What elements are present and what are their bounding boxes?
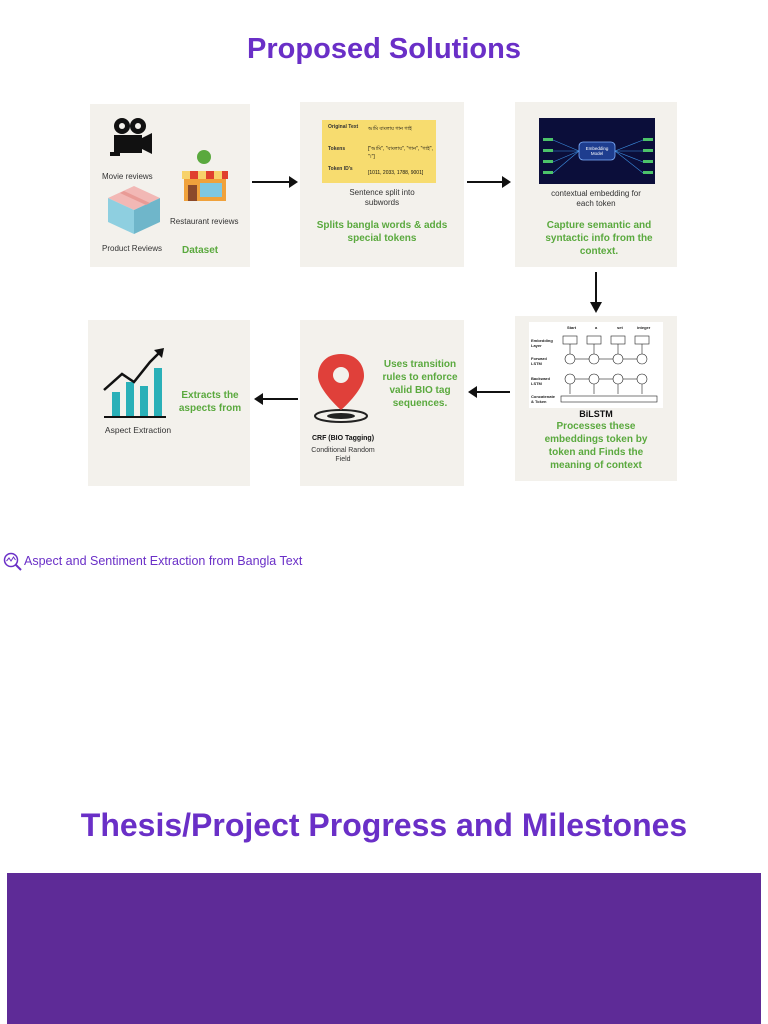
token-ids-value: [1011, 2033, 1788, 9001] — [368, 170, 424, 176]
movie-reviews-label: Movie reviews — [102, 172, 153, 181]
aspect-extraction-card: Extracts the aspects from Aspect Extract… — [88, 320, 250, 486]
original-text-label: Original Text — [328, 124, 359, 130]
restaurant-store-icon — [182, 150, 228, 201]
bilstm-row-label-2: Forward LSTM — [531, 356, 547, 366]
bilstm-word-2: a — [595, 325, 598, 330]
original-text-value: আমি বাংলায় গান গাই — [368, 126, 412, 132]
arrow-left-icon — [468, 386, 510, 398]
product-reviews-label: Product Reviews — [102, 244, 163, 253]
embedding-model-label: Embedding Model — [585, 146, 609, 156]
bilstm-word-3: set — [617, 325, 623, 330]
embedding-model-diagram: Embedding Model — [539, 118, 655, 184]
bilstm-card: Start a set integer Embedding Layer Forw… — [515, 316, 677, 481]
package-box-icon — [108, 186, 160, 234]
token-ids-label: Token ID's — [328, 166, 353, 172]
crf-caption: CRF (BIO Tagging) — [311, 435, 375, 442]
movie-camera-icon — [110, 118, 152, 156]
tokenizer-card: Original Text আমি বাংলায় গান গাই Tokens… — [300, 102, 464, 267]
tokenizer-description: Splits bangla words & adds special token… — [316, 220, 448, 244]
restaurant-reviews-label: Restaurant reviews — [170, 217, 239, 226]
embedding-description: Capture semantic and syntactic info from… — [545, 220, 653, 257]
dataset-card: Movie reviews Restaurant reviews Product… — [90, 104, 250, 267]
magnifier-chart-icon[interactable] — [3, 552, 23, 572]
arrow-right-icon — [252, 176, 298, 188]
token-table: Original Text আমি বাংলায় গান গাই Tokens… — [322, 120, 436, 183]
crf-card: Uses transition rules to enforce valid B… — [300, 320, 464, 486]
aspect-description: Extracts the aspects from — [178, 390, 242, 414]
project-link[interactable]: Aspect and Sentiment Extraction from Ban… — [24, 554, 303, 568]
tokenizer-caption: Sentence split into subwords — [349, 188, 415, 207]
bilstm-description: Processes these embeddings token by toke… — [544, 421, 648, 471]
bilstm-row-label-3: Backward LSTM — [531, 376, 550, 386]
bilstm-row-label-1: Embedding Layer — [531, 338, 553, 348]
bilstm-word-4: integer — [637, 325, 651, 330]
arrow-left-icon — [254, 393, 298, 405]
bilstm-diagram: Start a set integer Embedding Layer Forw… — [529, 322, 663, 408]
embedding-card: Embedding Model contextual embedding for… — [515, 102, 677, 267]
dataset-caption: Dataset — [182, 245, 219, 256]
location-pin-icon — [314, 354, 368, 423]
embedding-caption: contextual embedding for each token — [551, 189, 641, 208]
bilstm-row-label-4: Concatenate & Token — [531, 394, 556, 404]
growth-chart-icon — [103, 348, 166, 418]
bilstm-caption: BiLSTM — [579, 409, 613, 419]
section-title-progress-milestones: Thesis/Project Progress and Milestones — [80, 807, 688, 843]
bilstm-network-graphic — [560, 335, 658, 403]
arrow-down-icon — [590, 272, 602, 313]
tokens-label: Tokens — [328, 146, 346, 152]
arrow-right-icon — [467, 176, 511, 188]
crf-subcaption: Conditional Random Field — [311, 447, 375, 463]
bilstm-word-1: Start — [567, 325, 577, 330]
purple-banner — [7, 873, 761, 1024]
aspect-caption: Aspect Extraction — [104, 425, 172, 435]
crf-description: Uses transition rules to enforce valid B… — [382, 359, 458, 409]
section-title-proposed-solutions: Proposed Solutions — [247, 33, 521, 65]
tokens-value: ["আমি", "বাংলায়", "গান", "গাই", "।"] — [368, 146, 433, 160]
